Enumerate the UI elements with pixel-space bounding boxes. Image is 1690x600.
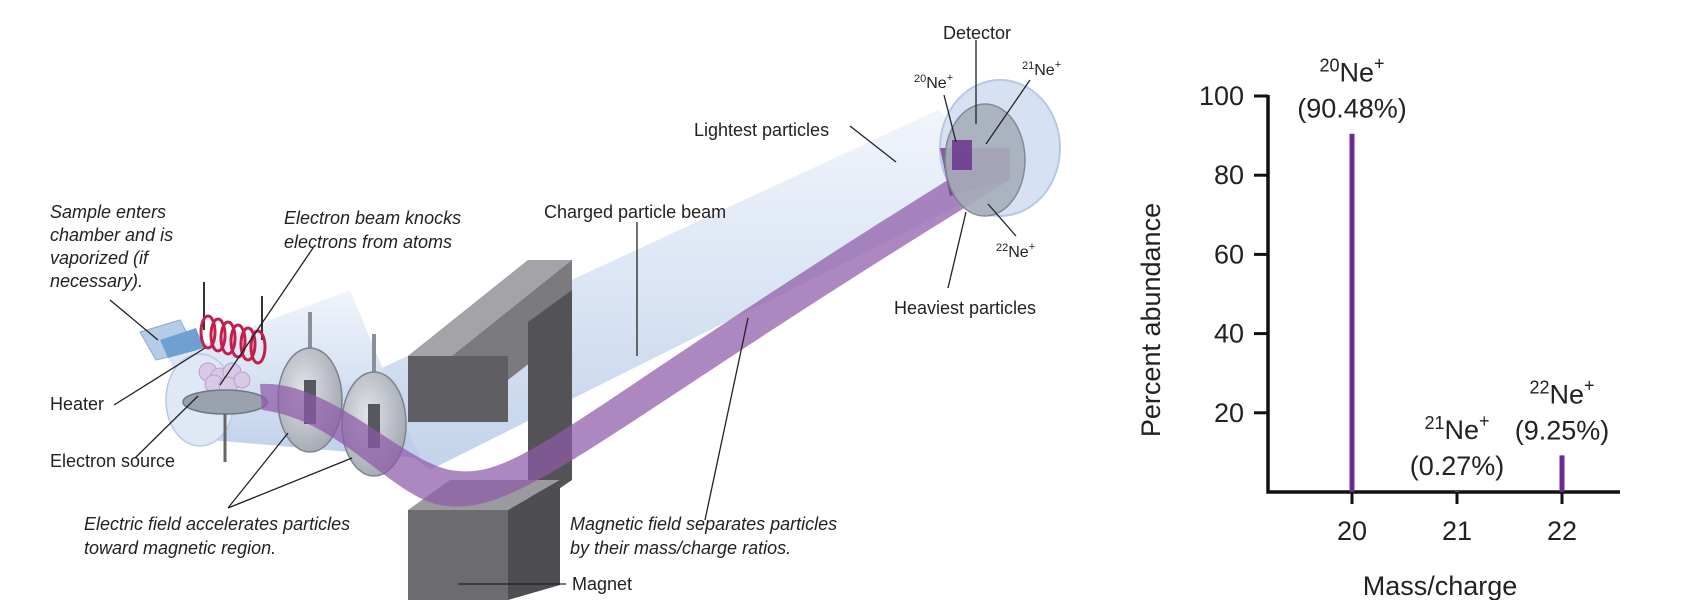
bar-labels: 20Ne+ (90.48%) 21Ne+ (0.27%) 22Ne+ (9.25%)	[1297, 54, 1609, 481]
electron-source	[182, 389, 268, 462]
bar-percent-label: (90.48%)	[1297, 94, 1407, 124]
leader-lines	[109, 40, 1031, 585]
electron-source-label: Electron source	[50, 451, 175, 471]
sample-inlet	[139, 319, 204, 361]
x-tick-label: 20	[1337, 516, 1367, 546]
charged-beam-label: Charged particle beam	[544, 202, 726, 222]
bar-ion-label: 22Ne+	[1529, 375, 1594, 409]
sample-label: Sample enters chamber and is vaporized (…	[50, 202, 178, 291]
magnet-label: Magnet	[572, 574, 632, 594]
heaviest-particles-label: Heaviest particles	[894, 298, 1036, 318]
ion-20-label: 20Ne+	[914, 72, 953, 92]
y-axis-label: Percent abundance	[1136, 203, 1166, 437]
y-tick-label: 80	[1214, 160, 1244, 190]
y-tick-label: 40	[1214, 319, 1244, 349]
bars	[1349, 133, 1565, 492]
abundance-chart: 20 40 60 80 100 20 21 22 20Ne+ (90.48%) 21Ne+ (0.…	[1136, 54, 1620, 600]
electron-beam-label: Electron beam knocks electrons from atom…	[284, 208, 466, 252]
y-tick-label: 20	[1214, 398, 1244, 428]
chart-axes	[1266, 95, 1620, 494]
electric-field-label: Electric field accelerates particles tow…	[84, 514, 355, 558]
sample-cloud	[198, 362, 251, 396]
y-tick-label: 100	[1199, 81, 1244, 111]
bar-percent-label: (0.27%)	[1410, 451, 1505, 481]
y-ticks: 20 40 60 80 100	[1199, 81, 1268, 428]
bar-ion-label: 20Ne+	[1319, 54, 1384, 88]
x-tick-label: 21	[1442, 516, 1472, 546]
x-ticks: 20 21 22	[1337, 492, 1577, 546]
y-tick-label: 60	[1214, 239, 1244, 269]
bar-percent-label: (9.25%)	[1515, 415, 1610, 445]
detector-label: Detector	[943, 23, 1011, 43]
x-tick-label: 22	[1547, 516, 1577, 546]
x-axis-label: Mass/charge	[1363, 571, 1518, 600]
heater-label: Heater	[50, 394, 104, 414]
ion-22-label: 22Ne+	[996, 241, 1035, 261]
apparatus-illustration	[139, 79, 1061, 600]
apparatus-labels: Sample enters chamber and is vaporized (…	[50, 23, 1061, 594]
detector	[944, 103, 1026, 217]
ion-21-label: 21Ne+	[1022, 59, 1061, 79]
magnetic-field-label: Magnetic field separates particles by th…	[570, 514, 842, 558]
bar-ion-label: 21Ne+	[1424, 411, 1489, 445]
heater-coil	[199, 282, 267, 365]
lightest-particles-label: Lightest particles	[694, 120, 829, 140]
